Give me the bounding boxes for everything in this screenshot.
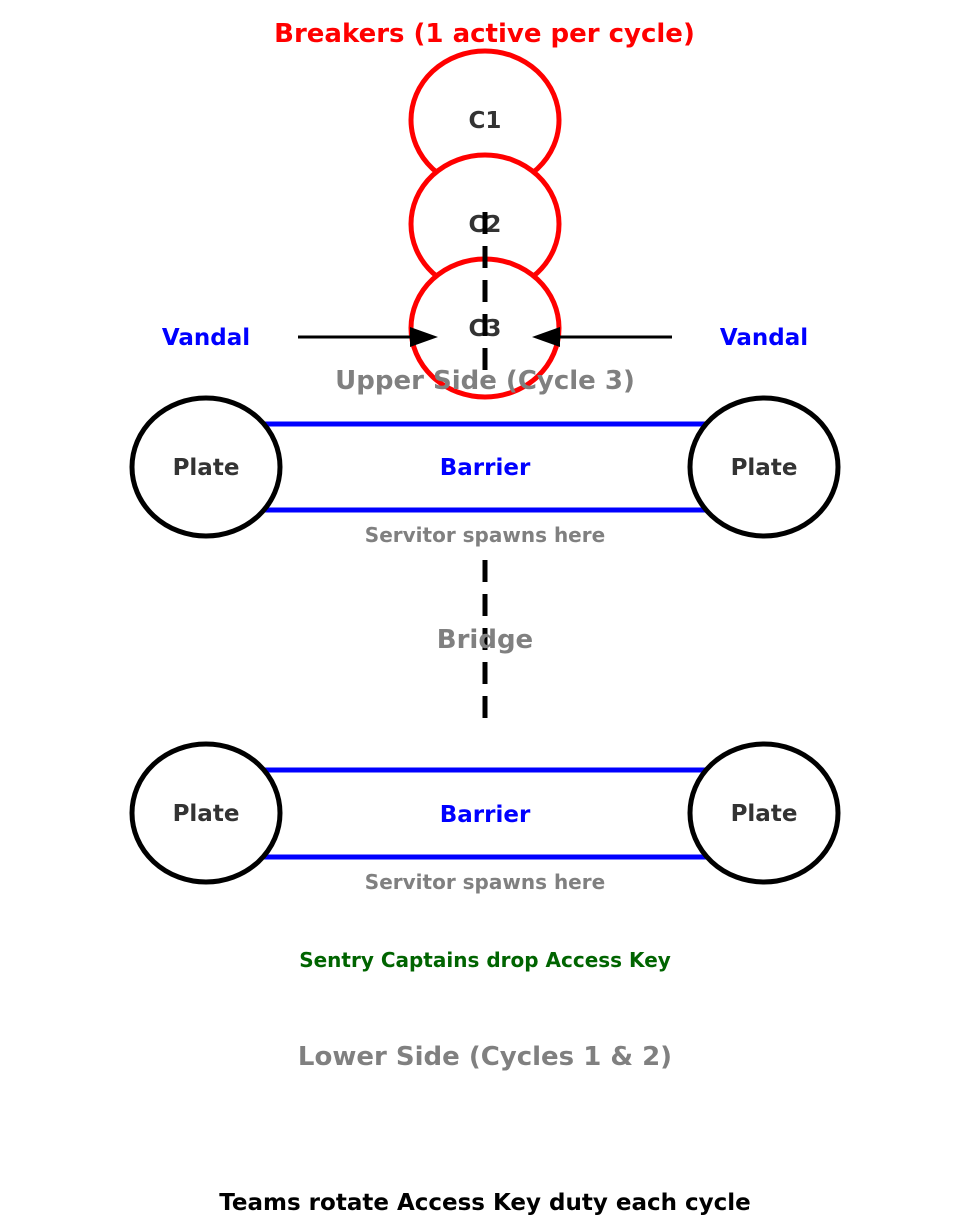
vandal-right-label: Vandal bbox=[720, 325, 808, 351]
upper-barrier-label: Barrier bbox=[440, 455, 531, 481]
upper-plate-left-label: Plate bbox=[173, 455, 240, 481]
lower-barrier: Barrier bbox=[262, 767, 708, 860]
footer-note: Teams rotate Access Key duty each cycle bbox=[219, 1190, 750, 1216]
breakers-title: Breakers (1 active per cycle) bbox=[274, 19, 695, 49]
upper-plate-right: Plate bbox=[687, 395, 841, 539]
lower-side-title: Lower Side (Cycles 1 & 2) bbox=[298, 1042, 672, 1072]
upper-servitor-note: Servitor spawns here bbox=[365, 523, 605, 547]
lower-plate-left-label: Plate bbox=[173, 801, 240, 827]
breaker-c1: C1 bbox=[408, 48, 562, 192]
lower-plate-right: Plate bbox=[687, 741, 841, 885]
lower-plate-left: Plate bbox=[129, 741, 283, 885]
sentry-captains-note: Sentry Captains drop Access Key bbox=[299, 948, 671, 972]
upper-plate-right-label: Plate bbox=[731, 455, 798, 481]
bridge-label: Bridge bbox=[437, 625, 533, 655]
upper-plate-left: Plate bbox=[129, 395, 283, 539]
lower-servitor-note: Servitor spawns here bbox=[365, 870, 605, 894]
upper-barrier: Barrier bbox=[262, 421, 708, 513]
lower-barrier-label: Barrier bbox=[440, 802, 531, 828]
breaker-c1-label: C1 bbox=[469, 108, 502, 134]
upper-side-title: Upper Side (Cycle 3) bbox=[335, 366, 635, 396]
vandal-left-arrow bbox=[298, 327, 438, 347]
vandal-left-label: Vandal bbox=[162, 325, 250, 351]
vandal-right-arrow bbox=[532, 327, 672, 347]
lower-plate-right-label: Plate bbox=[731, 801, 798, 827]
